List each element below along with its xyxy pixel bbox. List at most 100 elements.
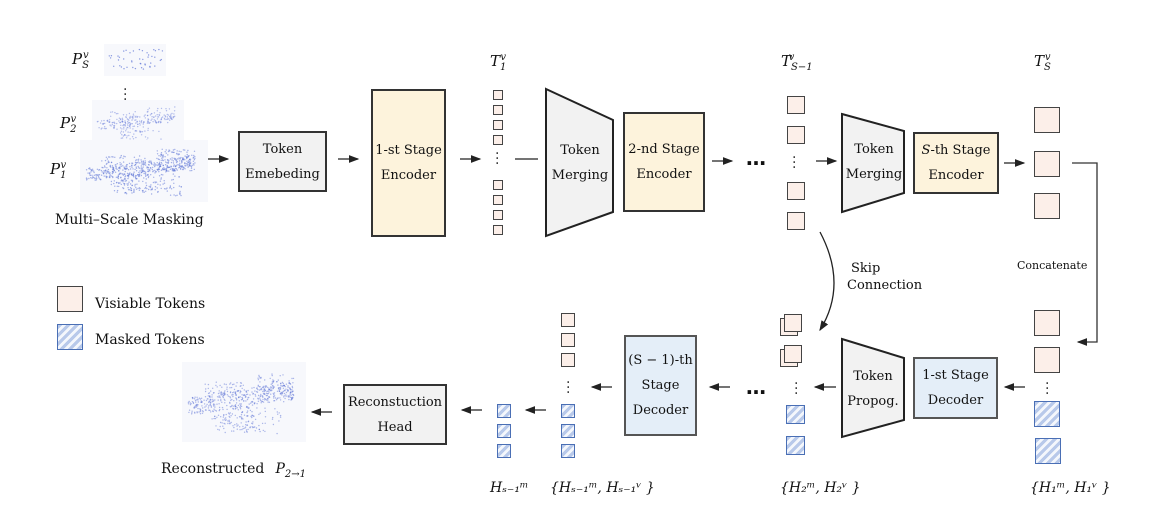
point (271, 381, 273, 383)
point (103, 127, 105, 130)
point (195, 401, 197, 403)
point (145, 190, 147, 192)
point (147, 127, 149, 130)
point (113, 170, 115, 172)
point (276, 432, 278, 435)
point (167, 162, 169, 165)
point (151, 116, 153, 118)
point (194, 412, 196, 414)
point (146, 111, 148, 113)
point (279, 393, 282, 395)
point (233, 400, 235, 402)
point (160, 187, 162, 190)
point (253, 415, 255, 417)
point (214, 404, 216, 406)
point (119, 166, 121, 168)
point (241, 387, 243, 390)
point (157, 158, 160, 160)
point (124, 170, 126, 173)
visible-token (493, 210, 503, 220)
point (132, 113, 135, 115)
point (176, 160, 179, 163)
point (172, 149, 175, 151)
point (264, 385, 266, 387)
point (154, 50, 157, 52)
point (192, 163, 195, 165)
point (127, 131, 129, 133)
point (171, 159, 173, 161)
point (162, 157, 164, 159)
point (87, 172, 89, 174)
point (104, 159, 107, 162)
point (162, 164, 164, 167)
point (289, 383, 291, 385)
point (170, 188, 173, 190)
point (180, 186, 182, 188)
point (273, 397, 275, 399)
point (113, 65, 115, 67)
point (152, 130, 154, 132)
point (279, 375, 281, 377)
point (114, 156, 116, 158)
point (100, 174, 103, 176)
point (174, 165, 177, 168)
point (259, 412, 261, 414)
point (284, 397, 286, 400)
point (150, 161, 152, 164)
label-h2-pair: {H₂ᵐ, H₂ᵛ } (780, 480, 861, 496)
point-cloud-scale-1 (80, 140, 208, 202)
point (239, 406, 241, 408)
point (227, 412, 230, 414)
point (226, 394, 229, 396)
point (129, 123, 131, 126)
point (139, 58, 141, 60)
point (160, 169, 163, 171)
point (220, 391, 222, 393)
point (144, 161, 146, 164)
point (172, 178, 174, 181)
point (164, 159, 166, 161)
point (292, 377, 295, 380)
point (216, 386, 218, 388)
point (262, 401, 265, 403)
point (163, 182, 166, 184)
point (157, 121, 160, 123)
point (267, 392, 270, 395)
point (174, 115, 176, 117)
point (109, 57, 112, 59)
point (231, 430, 233, 432)
point (134, 168, 136, 171)
point (125, 128, 128, 130)
point (120, 165, 122, 167)
legend-visible-label: Visiable Tokens (95, 296, 206, 312)
point (133, 164, 136, 167)
point (188, 409, 191, 411)
point (211, 394, 213, 396)
point (91, 174, 93, 176)
point (200, 400, 202, 402)
point (218, 390, 220, 392)
point (170, 113, 172, 115)
point (139, 167, 141, 169)
point (272, 395, 275, 398)
point (155, 171, 157, 173)
point (171, 168, 173, 170)
point (259, 381, 261, 383)
point (142, 122, 145, 124)
point (224, 390, 226, 392)
point (144, 164, 147, 166)
point (154, 169, 156, 172)
point (279, 399, 282, 401)
point (107, 168, 110, 171)
point (258, 375, 260, 378)
point (259, 395, 261, 397)
point (194, 396, 196, 398)
point (119, 127, 122, 129)
point (288, 398, 290, 401)
point (167, 121, 169, 124)
point (137, 123, 139, 125)
point (267, 401, 269, 403)
legend-masked-label: Masked Tokens (95, 332, 205, 348)
point (160, 118, 162, 121)
point (172, 173, 174, 175)
